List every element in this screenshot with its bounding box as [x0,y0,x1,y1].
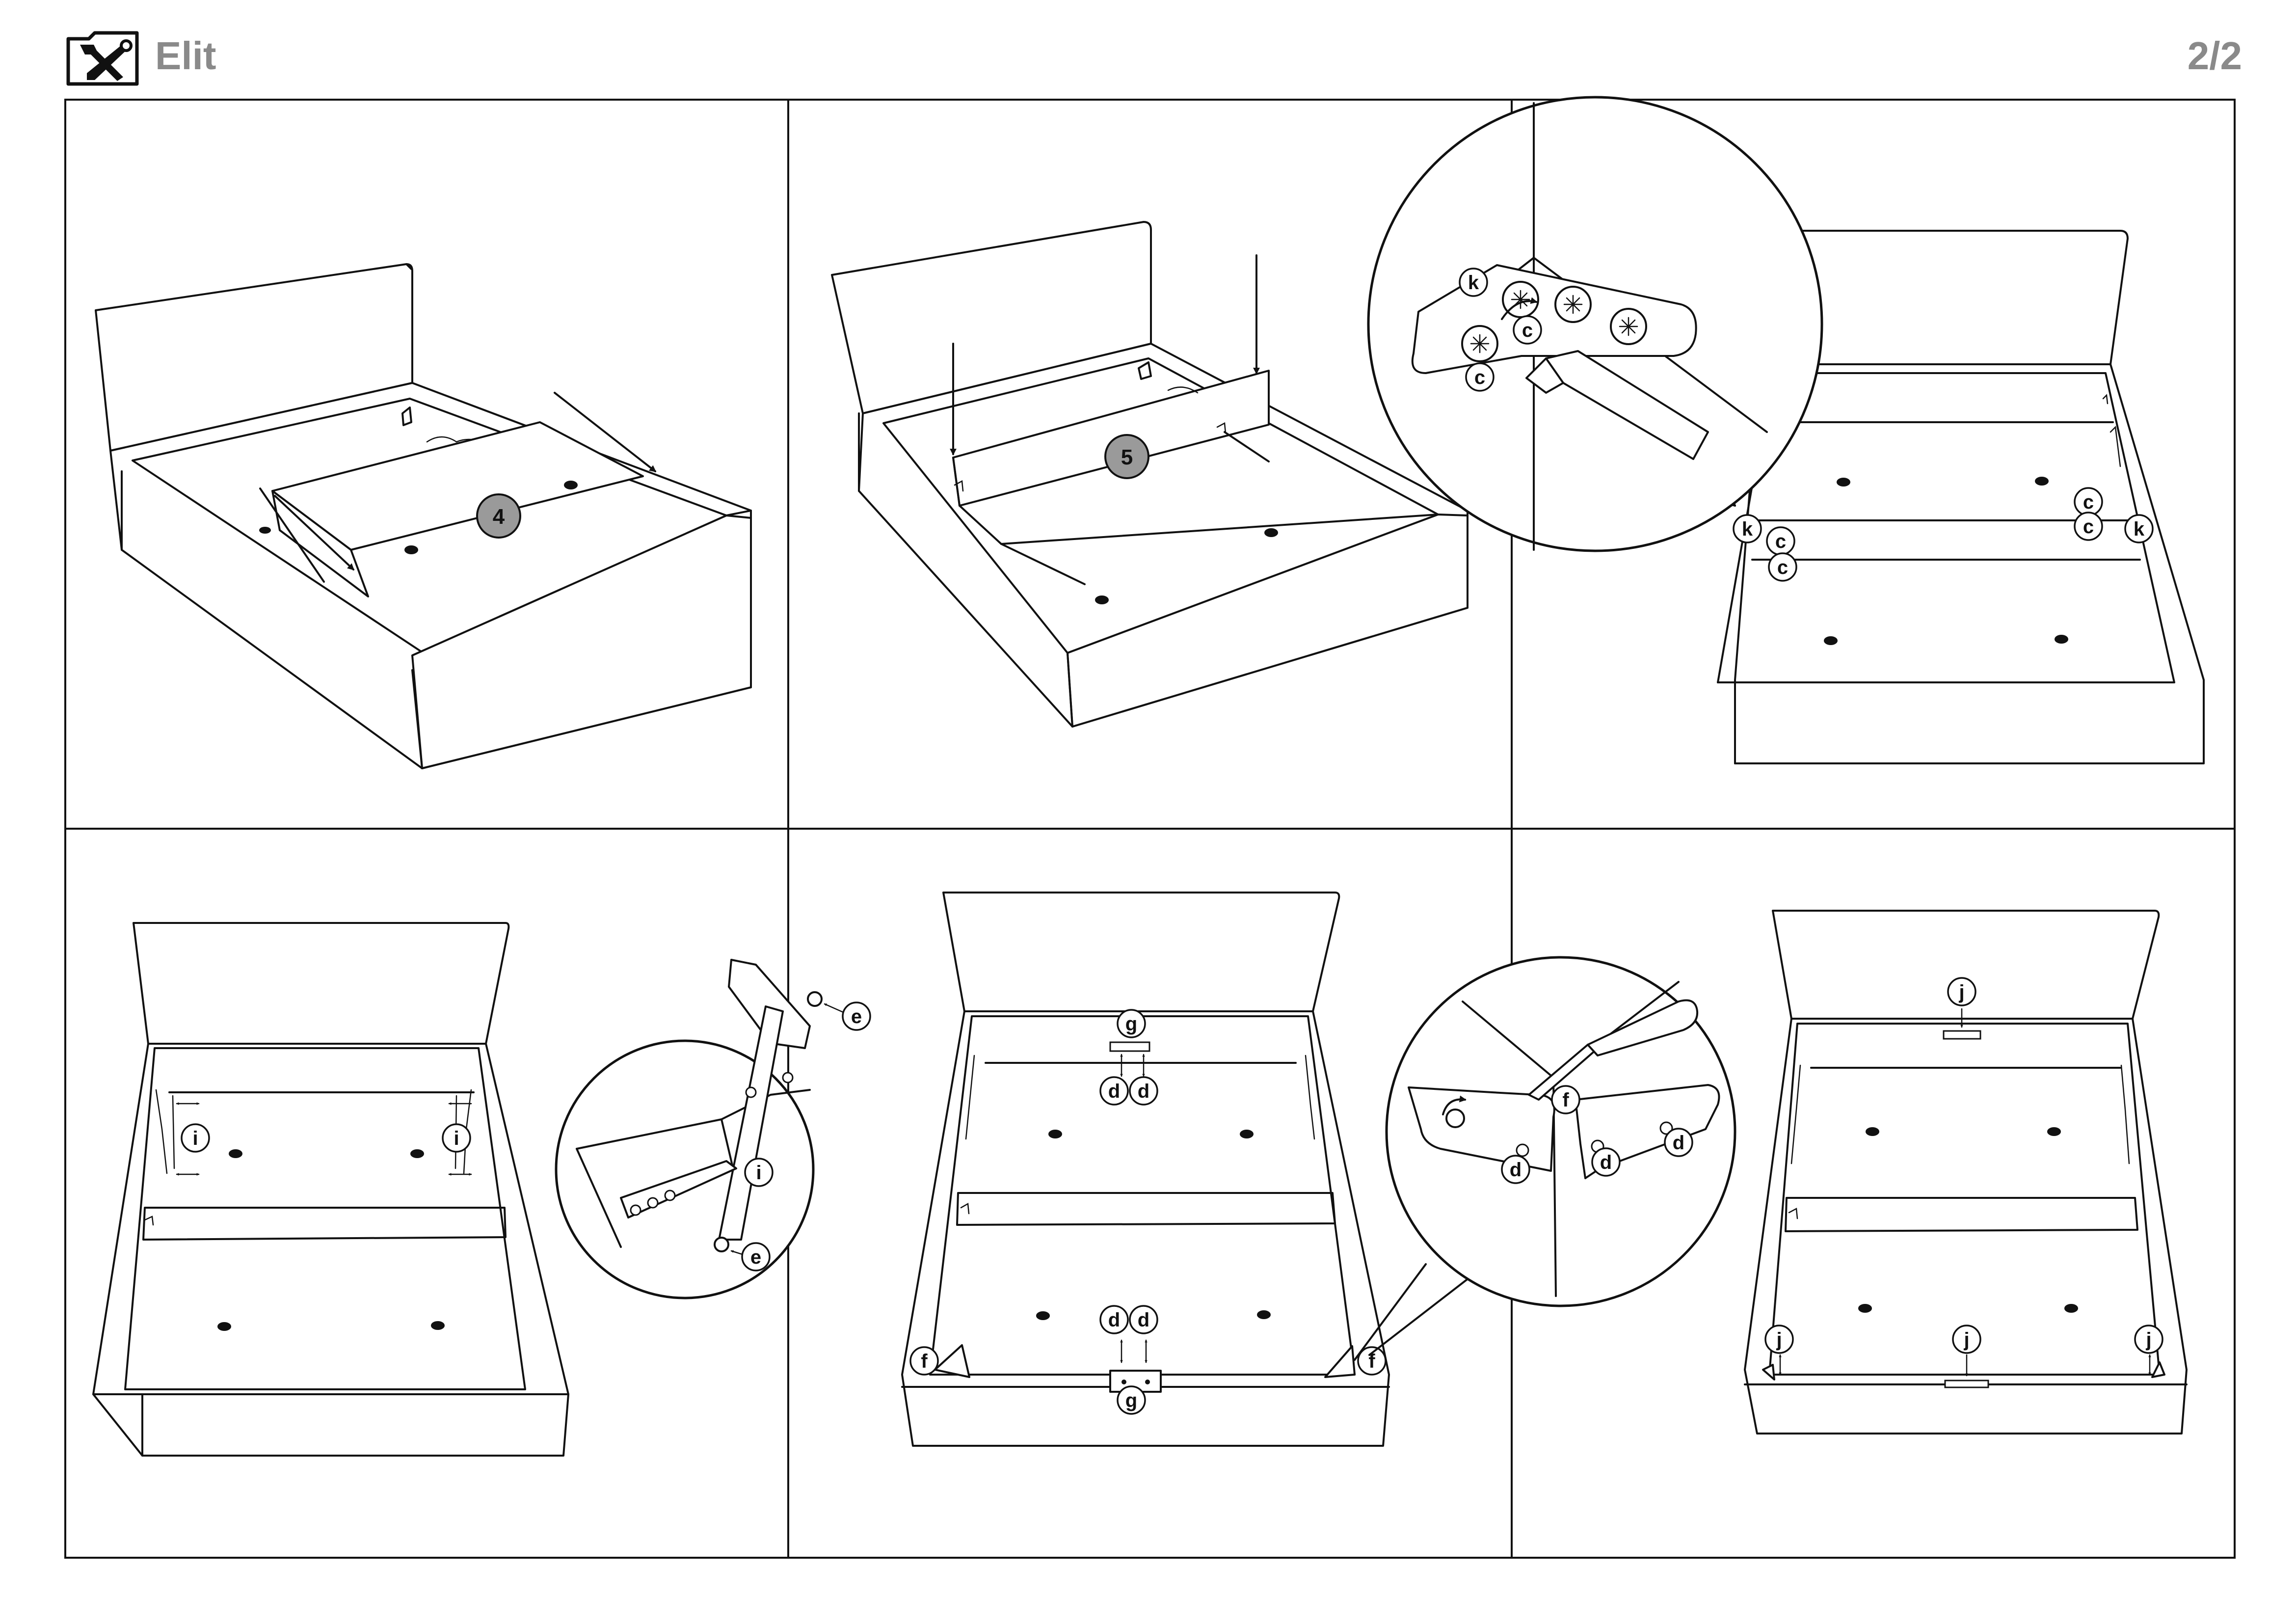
callout-e [741,1242,771,1272]
step-badge-4 [476,493,521,539]
callout-d [1591,1147,1621,1177]
callout-label: j [2145,1329,2151,1351]
callout-label: i [454,1128,459,1149]
callout-label: f [1368,1351,1375,1372]
callout-k [2124,514,2154,543]
callout-g [1117,1009,1146,1038]
callout-label: d [1600,1152,1612,1173]
callout-f [909,1346,939,1376]
callout-j [2134,1325,2163,1354]
callout-j [1947,977,1976,1006]
step-number-4: 4 [493,505,505,529]
callout-label: f [921,1351,928,1372]
callout-j [1764,1325,1794,1354]
page-number: 2/2 [2187,34,2242,78]
step-badge-5 [1104,434,1149,479]
callout-label: i [192,1128,198,1149]
callout-label: j [1958,981,1964,1003]
callout-d [1099,1305,1129,1334]
callout-label: c [1775,531,1786,552]
callout-label: d [1138,1309,1149,1331]
callout-label: g [1125,1013,1137,1035]
callout-label: j [1776,1329,1782,1351]
callout-label: c [1522,320,1533,341]
callout-c [1768,552,1797,582]
callout-label: f [1562,1089,1569,1111]
callout-label: k [1742,518,1753,540]
callout-label: e [851,1006,862,1028]
callout-label: d [1108,1081,1120,1102]
callout-i [442,1123,471,1153]
callout-label: c [1777,557,1788,578]
callout-label: g [1125,1390,1137,1411]
callout-c [2074,512,2103,541]
callout-j [1952,1325,1981,1354]
callout-label: d [1108,1309,1120,1331]
callout-label: c [2083,491,2094,513]
callout-f [1551,1085,1580,1114]
step-number-5: 5 [1121,445,1133,469]
callout-label: k [2134,518,2145,540]
callout-label: i [756,1162,761,1184]
callout-e [842,1001,871,1031]
callout-label: j [1963,1329,1969,1351]
panel-3-fix-brackets: k c c k c c c c k [1367,96,2205,764]
callout-d [1099,1076,1129,1106]
callout-label: c [2083,516,2094,538]
callout-label: c [1474,367,1485,388]
tools-icon [66,31,139,86]
document-title: Elit [155,34,216,78]
callout-g [1117,1385,1146,1415]
callout-i [181,1123,210,1153]
callout-d [1664,1128,1693,1157]
callout-label: d [1673,1132,1684,1154]
callout-i [744,1158,774,1187]
callout-d [1501,1155,1530,1184]
panel-1-insert-base: 4 [95,263,752,769]
callout-k [1733,514,1762,543]
panel-2-insert-divider: 5 [831,221,1468,728]
callout-label: k [1468,272,1479,294]
panel-6-bumpers: j j j j [1744,910,2188,1435]
callout-c [1465,362,1495,392]
panel-5-stops: g d d d d g f f f d d d [901,892,1736,1447]
callout-c [1513,315,1542,345]
callout-d [1129,1305,1158,1334]
callout-d [1129,1076,1158,1106]
panel-4-gas-struts: i i e i e [92,922,871,1457]
callout-label: e [750,1246,761,1268]
callout-label: d [1510,1159,1522,1181]
callout-f [1357,1346,1387,1376]
callout-label: d [1138,1081,1149,1102]
callout-k [1459,268,1488,297]
